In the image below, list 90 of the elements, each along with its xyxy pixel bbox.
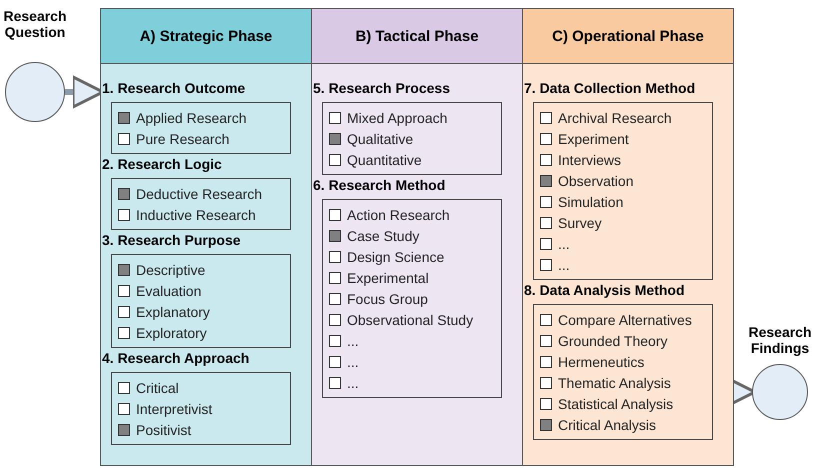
unchecked-checkbox — [540, 356, 552, 368]
option-label: Statistical Analysis — [558, 396, 674, 412]
checked-checkbox — [540, 418, 552, 430]
option-label: Inductive Research — [136, 206, 256, 222]
phase-column — [522, 8, 734, 466]
unchecked-checkbox — [540, 132, 552, 144]
section-heading: 8. Data Analysis Method — [524, 282, 685, 298]
option-label: Focus Group — [347, 290, 428, 306]
option-label: ... — [347, 354, 359, 370]
option-label: Hermeneutics — [558, 354, 644, 370]
option-label: Simulation — [558, 194, 624, 210]
option-label: Applied Research — [136, 110, 247, 126]
unchecked-checkbox — [540, 334, 552, 346]
unchecked-checkbox — [118, 306, 130, 318]
unchecked-checkbox — [118, 208, 130, 220]
checked-checkbox — [118, 424, 130, 436]
unchecked-checkbox — [540, 376, 552, 388]
option-label: Quantitative — [347, 152, 422, 168]
unchecked-checkbox — [118, 132, 130, 144]
option-label: Thematic Analysis — [558, 374, 671, 390]
section-heading: 6. Research Method — [313, 177, 446, 193]
option-label: Descriptive — [136, 262, 206, 278]
unchecked-checkbox — [329, 376, 341, 388]
option-label: Compare Alternatives — [558, 312, 692, 328]
option-label: Positivist — [136, 422, 192, 438]
circle-label: Research Question — [2, 8, 68, 40]
unchecked-checkbox — [118, 326, 130, 338]
option-label: Observational Study — [347, 312, 474, 328]
section-heading: 1. Research Outcome — [102, 80, 246, 96]
phase-header: B) Tactical Phase — [312, 9, 522, 64]
unchecked-checkbox — [329, 250, 341, 262]
option-label: Survey — [558, 214, 602, 230]
unchecked-checkbox — [329, 356, 341, 368]
option-label: Evaluation — [136, 282, 202, 298]
checked-checkbox — [118, 188, 130, 200]
phase-header: C) Operational Phase — [523, 9, 733, 64]
unchecked-checkbox — [540, 314, 552, 326]
option-label: Experimental — [347, 270, 429, 286]
option-label: ... — [347, 374, 359, 390]
option-label: Design Science — [347, 248, 444, 264]
option-label: Critical — [136, 380, 179, 396]
option-label: Pure Research — [136, 130, 230, 146]
unchecked-checkbox — [329, 272, 341, 284]
unchecked-checkbox — [118, 382, 130, 394]
unchecked-checkbox — [329, 208, 341, 220]
unchecked-checkbox — [540, 238, 552, 250]
section-heading: 5. Research Process — [313, 80, 450, 96]
unchecked-checkbox — [540, 398, 552, 410]
checked-checkbox — [329, 132, 341, 144]
option-label: Exploratory — [136, 324, 207, 340]
unchecked-checkbox — [118, 284, 130, 296]
option-label: Mixed Approach — [347, 110, 448, 126]
option-label: Critical Analysis — [558, 416, 656, 432]
unchecked-checkbox — [329, 334, 341, 346]
unchecked-checkbox — [540, 154, 552, 166]
circle-label: Research Findings — [747, 324, 813, 356]
checked-checkbox — [118, 264, 130, 276]
option-label: Grounded Theory — [558, 332, 668, 348]
option-label: Interpretivist — [136, 400, 212, 416]
unchecked-checkbox — [540, 196, 552, 208]
unchecked-checkbox — [329, 314, 341, 326]
section-heading: 7. Data Collection Method — [524, 80, 696, 96]
option-label: Interviews — [558, 152, 622, 168]
section-heading: 4. Research Approach — [102, 350, 250, 366]
section-heading: 2. Research Logic — [102, 156, 222, 172]
unchecked-checkbox — [540, 258, 552, 270]
unchecked-checkbox — [540, 216, 552, 228]
unchecked-checkbox — [118, 402, 130, 414]
unchecked-checkbox — [329, 292, 341, 304]
option-label: ... — [558, 256, 570, 272]
option-label: Case Study — [347, 228, 420, 244]
checked-checkbox — [118, 112, 130, 124]
option-label: ... — [347, 332, 359, 348]
option-label: Experiment — [558, 130, 629, 146]
phase-column — [311, 8, 523, 466]
option-label: Qualitative — [347, 130, 414, 146]
option-label: ... — [558, 236, 570, 252]
phase-header: A) Strategic Phase — [101, 9, 311, 64]
option-label: Observation — [558, 172, 634, 188]
option-label: Action Research — [347, 206, 450, 222]
unchecked-checkbox — [329, 154, 341, 166]
unchecked-checkbox — [540, 112, 552, 124]
phase-column — [100, 8, 312, 466]
option-label: Explanatory — [136, 304, 210, 320]
section-heading: 3. Research Purpose — [102, 232, 241, 248]
unchecked-checkbox — [329, 112, 341, 124]
checked-checkbox — [329, 230, 341, 242]
option-label: Archival Research — [558, 110, 672, 126]
checked-checkbox — [540, 174, 552, 186]
option-label: Deductive Research — [136, 186, 262, 202]
